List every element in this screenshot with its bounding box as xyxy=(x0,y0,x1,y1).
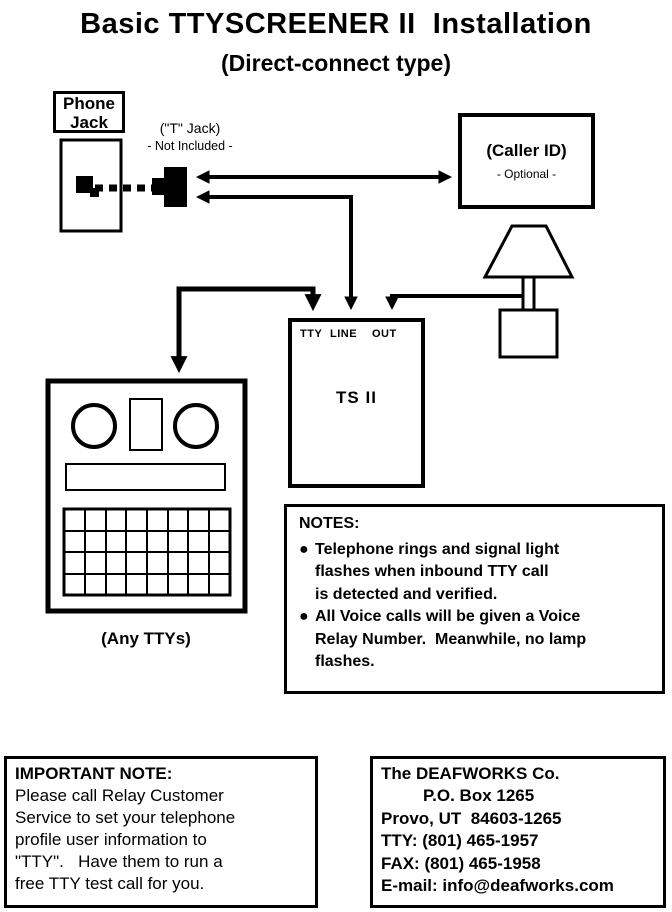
ts2-unit-box: TTY LINE OUT TS II xyxy=(288,318,425,488)
notes-heading: NOTES: xyxy=(299,515,360,532)
ts2-unit-label: TS II xyxy=(336,388,377,407)
company-po-box: P.O. Box 1265 xyxy=(423,786,535,806)
arrow-ts2-tty-port-to-tty-device xyxy=(170,286,322,374)
caller-id-label: (Caller ID) xyxy=(486,141,567,160)
t-jack-connector-illustration xyxy=(152,167,187,207)
caller-id-optional-note: - Optional - xyxy=(496,167,557,181)
ts2-port-tty: TTY xyxy=(300,328,323,340)
notes-item-text: Telephone rings and signal light flashes… xyxy=(315,541,560,603)
notes-item: ● All Voice calls will be given a Voice … xyxy=(299,606,650,673)
important-note-heading: IMPORTANT NOTE: xyxy=(15,764,173,783)
important-note-box: IMPORTANT NOTE: Please call Relay Custom… xyxy=(4,756,318,908)
lamp-shade xyxy=(482,224,575,279)
notes-item-text: All Voice calls will be given a Voice Re… xyxy=(315,608,587,670)
company-tty-number: TTY: (801) 465-1957 xyxy=(381,831,539,851)
notes-item: ● Telephone rings and signal light flash… xyxy=(299,539,650,606)
t-jack-labels: ("T" Jack) - Not Included - xyxy=(126,120,254,153)
tty-device-illustration xyxy=(45,378,248,614)
t-jack-label: ("T" Jack) xyxy=(159,120,221,136)
phone-jack-label-box: Phone Jack xyxy=(53,91,125,133)
arrow-lamp-to-ts2-out-port xyxy=(385,294,524,311)
tty-coupler-left xyxy=(71,403,117,449)
lamp-base xyxy=(498,308,559,359)
page-title: Basic TTYSCREENER II Installation xyxy=(80,8,592,40)
tty-keyboard xyxy=(62,507,232,597)
arrow-tjack-to-ts2-line-port xyxy=(195,190,358,311)
company-email: E-mail: info@deafworks.com xyxy=(381,876,614,896)
company-name: The DEAFWORKS Co. xyxy=(381,764,560,783)
bullet-icon: ● xyxy=(299,608,309,626)
lamp-illustration xyxy=(482,224,575,359)
company-info-box: The DEAFWORKS Co. P.O. Box 1265 Provo, U… xyxy=(370,756,666,908)
ts2-port-line: LINE xyxy=(330,328,358,340)
tty-display xyxy=(65,463,226,491)
company-fax-number: FAX: (801) 465-1958 xyxy=(381,853,541,873)
notes-box: NOTES: ● Telephone rings and signal ligh… xyxy=(284,504,665,694)
tty-coupler-right xyxy=(173,403,219,449)
ts2-port-out: OUT xyxy=(372,328,397,340)
page-subtitle: (Direct-connect type) xyxy=(220,50,452,76)
bullet-icon: ● xyxy=(299,541,309,558)
t-jack-not-included-note: - Not Included - xyxy=(147,139,233,153)
caller-id-box: (Caller ID) - Optional - xyxy=(458,113,595,209)
important-note-body: Please call Relay Customer Service to se… xyxy=(15,786,236,894)
phone-wall-jack-illustration xyxy=(59,138,158,233)
tty-cradle xyxy=(129,398,163,451)
company-address: Provo, UT 84603-1265 xyxy=(381,808,562,828)
tty-caption: (Any TTYs) xyxy=(101,629,191,648)
